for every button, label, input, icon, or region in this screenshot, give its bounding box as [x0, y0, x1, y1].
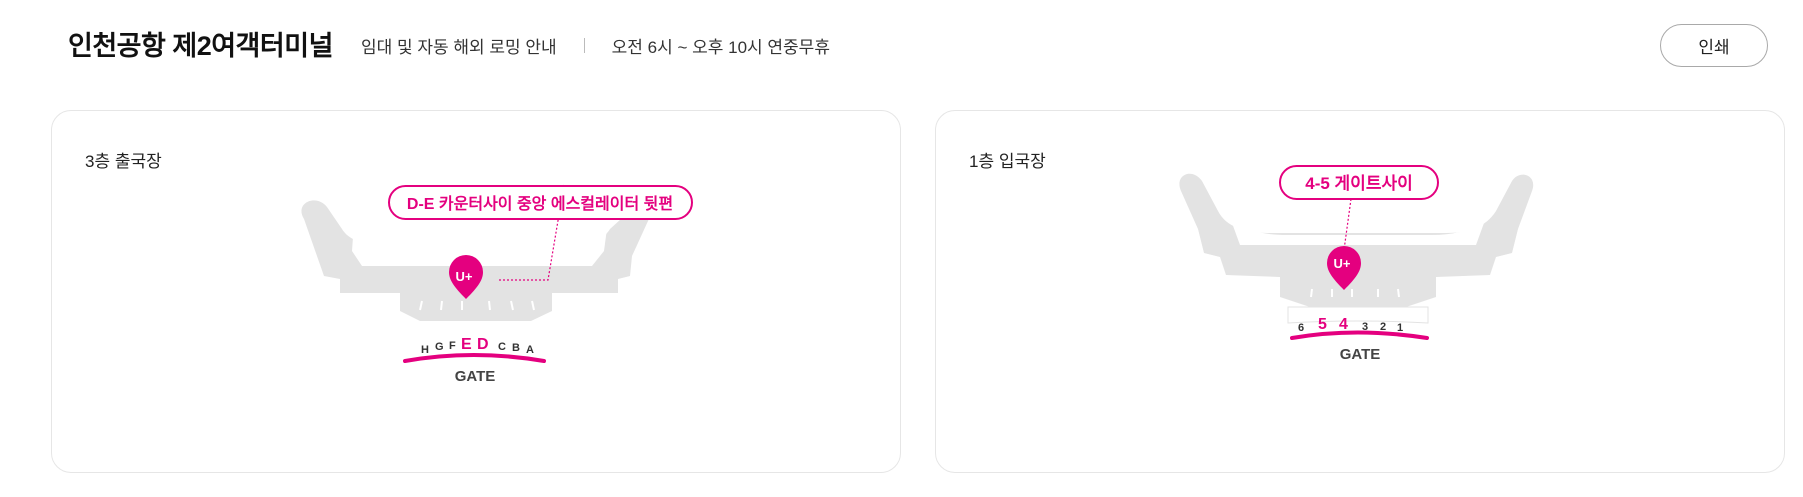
- gate-number-6: 6: [1298, 322, 1304, 334]
- terminal-inner: [1232, 223, 1484, 245]
- gate-number-4: 4: [1339, 316, 1348, 333]
- service-description: 임대 및 자동 해외 로밍 안내: [361, 38, 557, 57]
- callout-text: 4-5 게이트사이: [1305, 174, 1413, 193]
- gate-arc: [403, 353, 546, 363]
- location-pin-icon: U+: [449, 255, 483, 299]
- arrival-floor-card: 1층 입국장 6 5 4 3 2 1 GATE 4-5 게이트사이 U+: [935, 110, 1785, 473]
- service-info: 임대 및 자동 해외 로밍 안내 오전 6시 ~ 오후 10시 연중무휴: [361, 33, 830, 58]
- print-button[interactable]: 인쇄: [1660, 24, 1768, 67]
- floor-label: 1층 입국장: [969, 152, 1046, 171]
- gate-ticks: [1310, 288, 1400, 298]
- leader-line: [1343, 198, 1352, 251]
- gate-letter-e: E: [461, 336, 472, 353]
- gate-letter-b: B: [512, 342, 520, 354]
- gate-letter-f: F: [449, 340, 456, 352]
- arrival-map: 6 5 4 3 2 1 GATE 4-5 게이트사이 U+: [1179, 165, 1534, 363]
- gate-ticks: [419, 300, 535, 311]
- gate-number-5: 5: [1318, 316, 1327, 333]
- pin-label: U+: [1334, 256, 1351, 271]
- departure-map: H G F E D C B A GATE D-E 카운터사이 중앙 에스컬레이터…: [301, 184, 693, 385]
- gate-arc: [1290, 330, 1429, 340]
- gate-number-1: 1: [1397, 322, 1403, 334]
- divider: [583, 38, 585, 53]
- location-pin-icon: U+: [1327, 246, 1361, 290]
- gate-letter-g: G: [435, 341, 444, 353]
- callout-pill: [388, 185, 693, 220]
- departure-floor-card: 3층 출국장 H G F E D C B A GATE D-E 카운터사이 중앙…: [51, 110, 901, 473]
- operating-hours: 오전 6시 ~ 오후 10시 연중무휴: [611, 38, 830, 57]
- gate-letter-a: A: [526, 344, 534, 356]
- gate-letter-d: D: [477, 336, 489, 353]
- gate-number-3: 3: [1362, 321, 1368, 333]
- terminal-inner: [352, 221, 608, 266]
- page-title: 인천공항 제2여객터미널: [68, 31, 333, 61]
- gate-caption: GATE: [1340, 346, 1381, 363]
- gate-strip: [1287, 306, 1429, 324]
- gate-letter-h: H: [421, 344, 429, 356]
- callout-text: D-E 카운터사이 중앙 에스컬레이터 뒷편: [407, 194, 673, 213]
- floor-label: 3층 출국장: [85, 152, 162, 171]
- page-header: 인천공항 제2여객터미널 임대 및 자동 해외 로밍 안내 오전 6시 ~ 오후…: [0, 0, 1803, 90]
- gate-number-2: 2: [1380, 321, 1386, 333]
- pin-label: U+: [456, 269, 473, 284]
- callout-pill: [1279, 165, 1439, 200]
- gate-caption: GATE: [455, 368, 496, 385]
- gate-letter-c: C: [498, 341, 506, 353]
